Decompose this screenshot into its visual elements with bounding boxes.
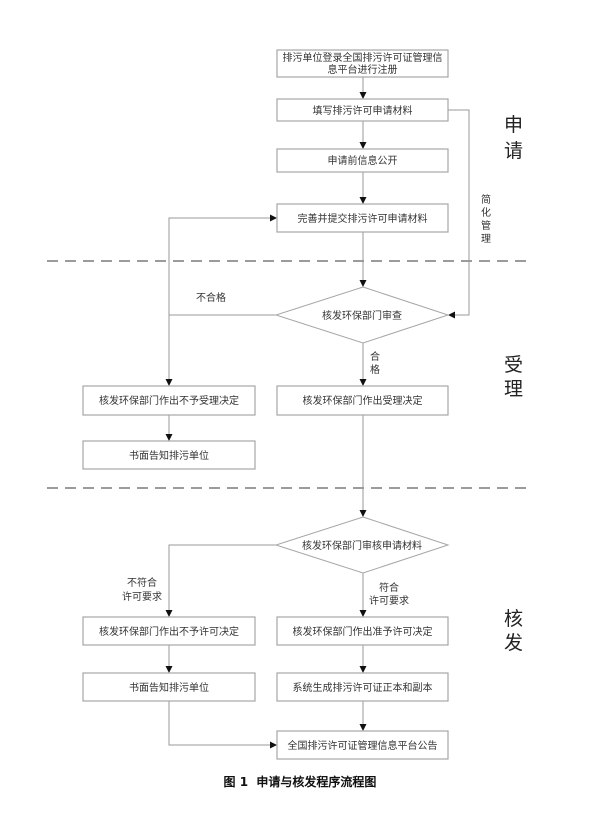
node-notify-2: 书面告知排污单位	[82, 672, 256, 702]
node-register: 排污单位登录全国排污许可证管理信 息平台进行注册	[276, 49, 449, 78]
edge-label-simplified-char: 管	[481, 219, 491, 232]
node-publish: 全国排污许可证管理信息平台公告	[276, 730, 449, 760]
arrow-head	[165, 379, 173, 386]
arrow-head	[359, 379, 367, 386]
node-disclose-label: 申请前信息公开	[328, 154, 398, 167]
node-disclose: 申请前信息公开	[276, 148, 449, 173]
edge-label-not-compliant-line-1: 不符合	[127, 576, 157, 589]
section-label-accept: 受 理	[504, 354, 523, 400]
arrow-head	[359, 724, 367, 731]
arrow-head	[359, 197, 367, 204]
node-deny-permit-label: 核发环保部门作出不予许可决定	[99, 625, 239, 638]
node-review: 核发环保部门审查	[274, 286, 450, 344]
arrow-head	[448, 311, 455, 319]
edge-label-not-compliant: 不符合 许可要求	[122, 576, 162, 603]
node-audit: 核发环保部门审核申请材料	[274, 516, 450, 574]
edge-label-simplified: 简 化 管 理	[481, 193, 491, 245]
node-grant-permit: 核发环保部门作出准予许可决定	[276, 616, 449, 646]
node-notify-1: 书面告知排污单位	[82, 440, 256, 470]
edge-simplified-management	[448, 109, 470, 316]
section-label-accept-char: 受	[504, 354, 523, 376]
section-label-issue-char: 核	[504, 608, 523, 630]
section-label-issue-char: 发	[504, 632, 523, 654]
edge-label-simplified-char: 简	[481, 193, 491, 206]
node-deny-permit: 核发环保部门作出不予许可决定	[82, 616, 256, 646]
section-label-apply: 申 请	[504, 114, 523, 162]
node-accept-label: 核发环保部门作出受理决定	[303, 394, 423, 407]
node-fill-form-label: 填写排污许可申请材料	[313, 104, 413, 117]
node-register-line-2: 息平台进行注册	[328, 63, 398, 76]
edge-label-failed: 不合格	[196, 291, 226, 304]
edge-resubmit-loop	[168, 217, 271, 380]
edge-label-compliant-line-2: 许可要求	[369, 595, 409, 607]
node-fill-form: 填写排污许可申请材料	[276, 98, 449, 122]
arrow-head	[359, 666, 367, 673]
edge-label-simplified-char: 理	[481, 233, 491, 245]
node-reject-accept: 核发环保部门作出不予受理决定	[82, 385, 256, 416]
section-label-issue: 核 发	[504, 608, 523, 654]
edge-label-simplified-char: 化	[481, 206, 491, 219]
edge-label-passed: 合 格	[370, 350, 380, 376]
arrow-head	[165, 610, 173, 617]
arrow-head	[165, 434, 173, 441]
edge-audit-not-compliant	[168, 544, 276, 611]
edge-label-compliant: 符合 许可要求	[369, 581, 409, 607]
figure-caption: 图 1 申请与核发程序流程图	[224, 774, 377, 789]
edge-label-not-compliant-line-2: 许可要求	[122, 591, 162, 603]
arrow-head	[359, 92, 367, 99]
node-generate: 系统生成排污许可证正本和副本	[276, 672, 449, 702]
node-accept: 核发环保部门作出受理决定	[276, 385, 449, 416]
node-notify-1-label: 书面告知排污单位	[129, 449, 209, 462]
section-label-apply-char: 请	[504, 140, 523, 162]
arrow-head	[165, 666, 173, 673]
section-label-accept-char: 理	[504, 378, 523, 400]
node-reject-accept-label: 核发环保部门作出不予受理决定	[99, 394, 239, 407]
section-label-apply-char: 申	[504, 114, 523, 136]
arrow-head	[270, 214, 277, 222]
edge-label-compliant-line-1: 符合	[379, 581, 399, 594]
node-grant-permit-label: 核发环保部门作出准予许可决定	[293, 625, 433, 638]
node-submit-label: 完善并提交排污许可申请材料	[298, 212, 428, 225]
connectors	[165, 77, 470, 749]
arrow-head	[359, 510, 367, 517]
node-publish-label: 全国排污许可证管理信息平台公告	[288, 739, 438, 752]
node-review-label: 核发环保部门审查	[322, 309, 402, 322]
arrow-head	[359, 142, 367, 149]
arrow-head	[359, 280, 367, 287]
node-generate-label: 系统生成排污许可证正本和副本	[293, 681, 433, 694]
node-notify-2-label: 书面告知排污单位	[129, 681, 209, 694]
edge-label-passed-char: 合	[370, 350, 380, 363]
node-register-line-1: 排污单位登录全国排污许可证管理信	[283, 51, 443, 64]
arrow-head	[359, 610, 367, 617]
edge-label-passed-char: 格	[370, 363, 380, 376]
edge-notify-publish	[168, 701, 271, 746]
node-submit: 完善并提交排污许可申请材料	[276, 203, 449, 233]
arrow-head	[270, 741, 277, 749]
node-audit-label: 核发环保部门审核申请材料	[302, 539, 422, 552]
